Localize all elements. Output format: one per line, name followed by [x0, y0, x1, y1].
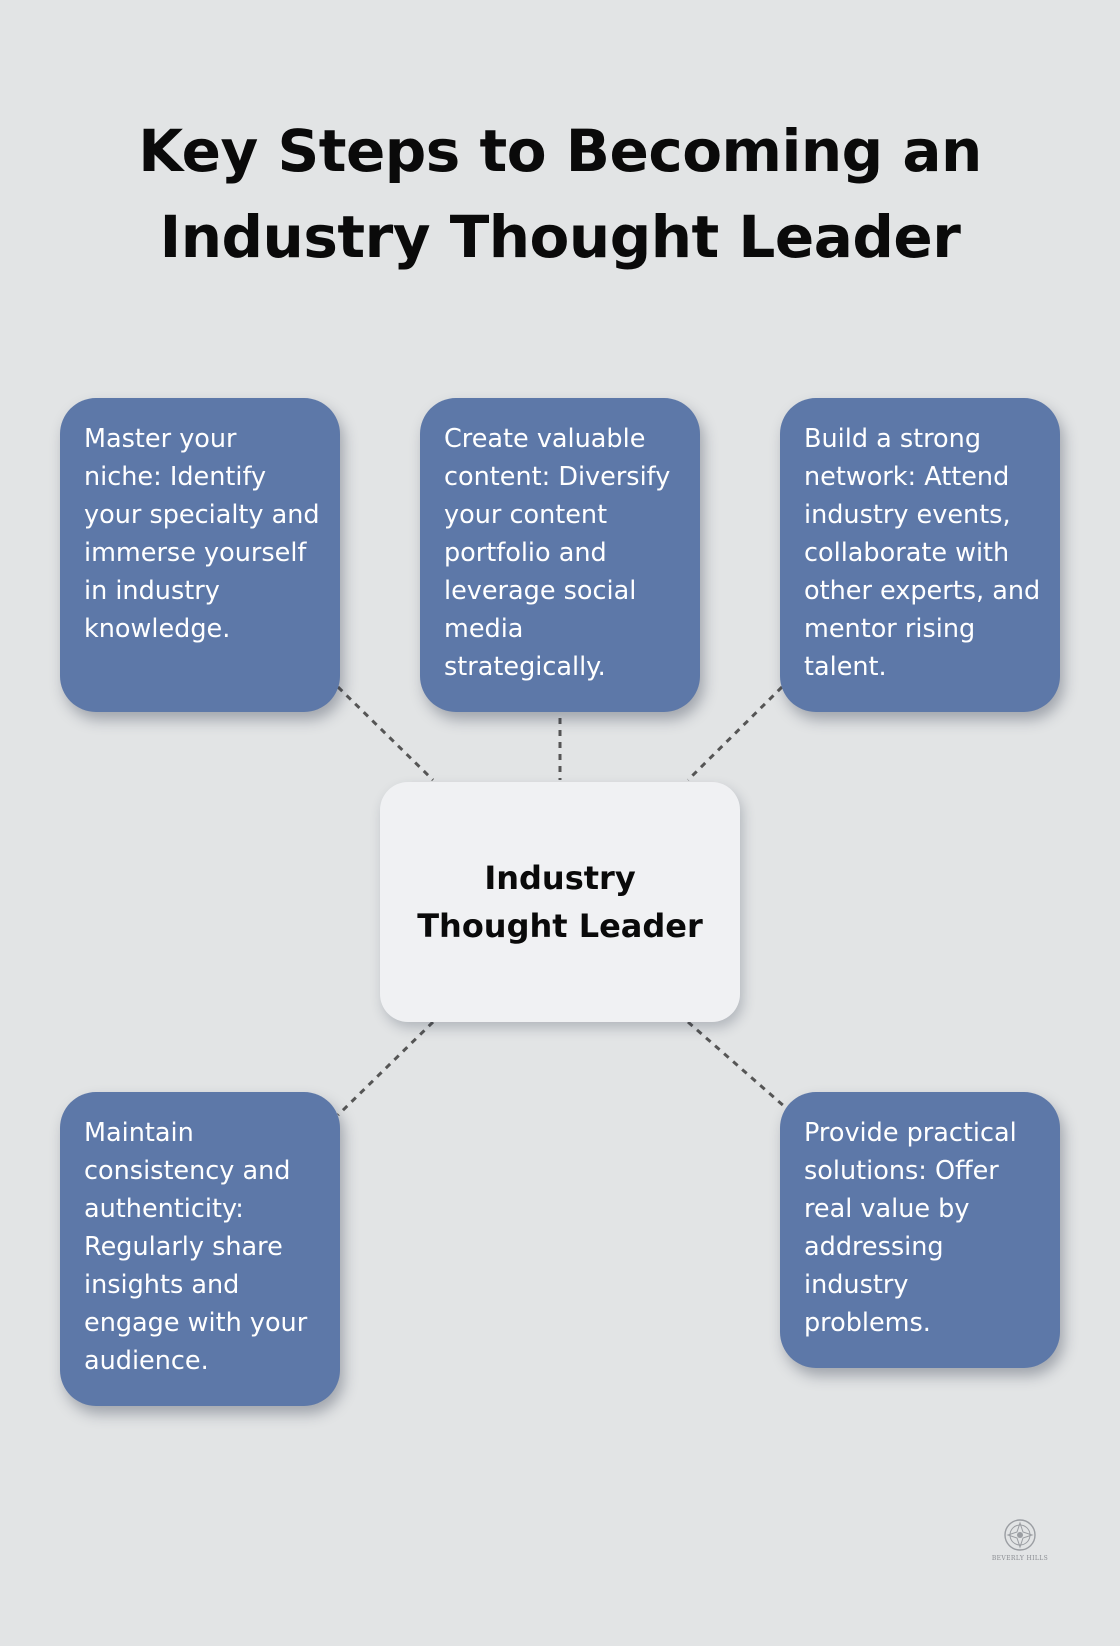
- step-text: Create valuable content: Diversify your …: [444, 424, 671, 682]
- center-node: Industry Thought Leader: [380, 782, 740, 1022]
- step-box-create-content: Create valuable content: Diversify your …: [420, 398, 700, 712]
- connector-step-5: [687, 1020, 786, 1109]
- step-box-practical-solutions: Provide practical solutions: Offer real …: [780, 1092, 1060, 1368]
- center-label: Industry Thought Leader: [417, 859, 703, 945]
- step-box-build-network: Build a strong network: Attend industry …: [780, 398, 1060, 712]
- page-title: Key Steps to Becoming an Industry Though…: [138, 117, 982, 271]
- brand-logo: BEVERLY HILLS: [988, 1518, 1052, 1562]
- step-text: Maintain consistency and authenticity: R…: [84, 1118, 308, 1376]
- brand-name: BEVERLY HILLS: [991, 1555, 1049, 1562]
- step-box-consistency: Maintain consistency and authenticity: R…: [60, 1092, 340, 1406]
- step-text: Build a strong network: Attend industry …: [804, 424, 1041, 682]
- step-box-master-niche: Master your niche: Identify your special…: [60, 398, 340, 712]
- connector-step-4: [336, 1020, 435, 1117]
- connector-step-3: [686, 685, 784, 782]
- step-text: Master your niche: Identify your special…: [84, 424, 320, 644]
- connector-step-1: [336, 685, 435, 782]
- ornamental-medallion-icon: [1004, 1519, 1036, 1551]
- step-text: Provide practical solutions: Offer real …: [804, 1118, 1017, 1338]
